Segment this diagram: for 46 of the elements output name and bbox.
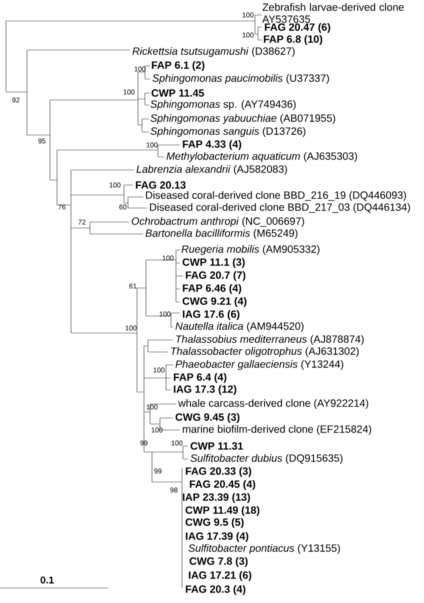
taxon-label: FAP 4.33 (4) bbox=[182, 140, 242, 150]
taxon-label: Ochrobactrum anthropi (NC_006697) bbox=[132, 217, 304, 227]
taxon-label: IAG 17.6 (6) bbox=[182, 310, 240, 320]
taxon-label: Sulfitobacter pontiacus (Y13155) bbox=[188, 544, 340, 554]
taxon-label: CWG 7.8 (3) bbox=[190, 557, 248, 567]
taxon-label: Sphingomonas yabuuchiae (AB071955) bbox=[150, 114, 336, 124]
taxon-label: Methylobacterium aquaticum (AJ635303) bbox=[166, 152, 357, 162]
taxon-label: Labrenzia alexandrii (AJ582083) bbox=[136, 165, 287, 175]
taxon-label: Sulfitobacter dubius (DQ915635) bbox=[190, 454, 342, 464]
taxon-label: CWG 9.5 (5) bbox=[186, 518, 244, 528]
taxon-label: Thalassobius mediterraneus (AJ878874) bbox=[176, 335, 364, 345]
taxon-label: Sphingomonas paucimobilis (U37337) bbox=[152, 74, 329, 84]
taxon-label: FAP 6.1 (2) bbox=[152, 61, 204, 71]
taxon-label: FAG 20.7 (7) bbox=[186, 271, 246, 281]
taxon-label: Thalassobacter oligotrophus (AJ631302) bbox=[171, 347, 359, 357]
taxon-label: IAG 17.39 (4) bbox=[186, 532, 248, 542]
taxon-label: Phaeobacter gallaeciensis (Y13244) bbox=[176, 360, 344, 370]
taxon-label: FAG 20.45 (4) bbox=[190, 480, 256, 490]
taxon-label: Nautella italica (AM944520) bbox=[176, 322, 304, 332]
taxon-label: CWP 11.45 bbox=[152, 89, 204, 97]
taxon-label: FAG 20.13 bbox=[136, 181, 186, 189]
taxon-label: Diseased coral-derived clone BBD_217_03 (DQ446134) bbox=[150, 203, 410, 213]
taxon-label: IAP 23.39 (13) bbox=[182, 493, 250, 503]
taxon-label: CWG 9.45 (3) bbox=[176, 413, 240, 423]
taxon-label: CWP 11.49 (18) bbox=[186, 506, 260, 516]
taxon-label: Ruegeria mobilis (AM905332) bbox=[182, 245, 320, 255]
taxon-label: IAG 17.3 (12) bbox=[174, 385, 236, 395]
taxon-label: Bartonella bacilliformis (M65249) bbox=[146, 229, 298, 239]
taxon-label: marine biofilm-derived clone (EF215824) bbox=[182, 425, 372, 435]
taxon-label: IAG 17.21 (6) bbox=[188, 571, 252, 581]
taxon-label: CWP 11.31 bbox=[190, 442, 243, 450]
taxon-label: Diseased coral-derived clone BBD_216_19 (DQ446093) bbox=[146, 191, 406, 201]
taxon-label: Sphingomonas sp. (AY749436) bbox=[150, 100, 296, 110]
taxon-label: FAP 6.8 (10) bbox=[264, 35, 322, 45]
taxon-label: FAG 20.3 (4) bbox=[186, 585, 246, 595]
taxon-label: CWP 11.1 (3) bbox=[182, 258, 245, 268]
taxon-label: Sphingomonas sanguis (D13726) bbox=[150, 127, 306, 137]
taxon-label: Zebrafish larvae-derived clone AY537635 bbox=[262, 3, 404, 23]
taxon-label: FAP 6.4 (4) bbox=[174, 373, 226, 383]
scale-label: 0.1 bbox=[40, 576, 54, 584]
taxon-label: Rickettsia tsutsugamushi (D38627) bbox=[132, 47, 295, 57]
taxon-label: whale carcass-derived clone (AY922214) bbox=[178, 399, 368, 409]
taxon-label: FAG 20.33 (3) bbox=[186, 467, 252, 477]
taxon-label: FAG 20.47 (6) bbox=[264, 23, 330, 33]
taxon-label: CWG 9.21 (4) bbox=[182, 297, 246, 307]
taxon-label: FAP 6.46 (4) bbox=[182, 284, 242, 294]
